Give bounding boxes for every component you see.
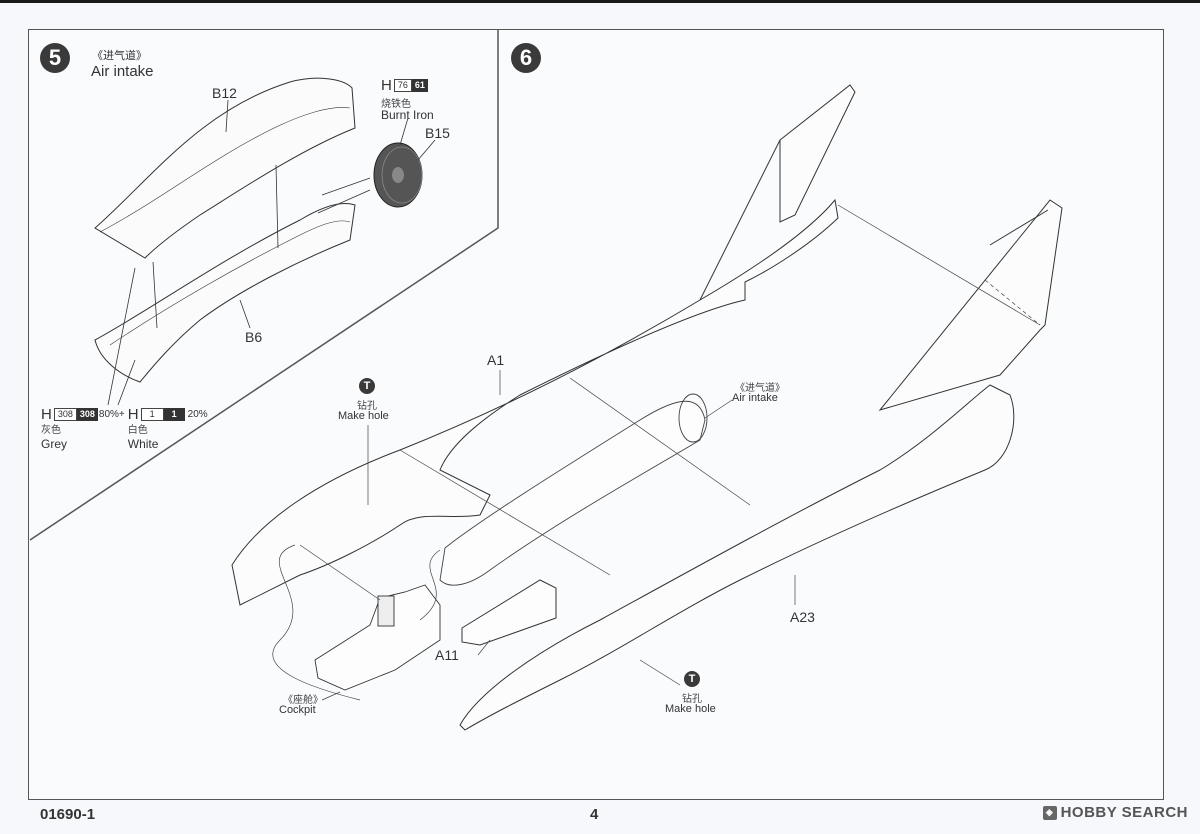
paint-name-cn-burnt-iron: 烧铁色 <box>381 99 411 110</box>
watermark-text: HOBBY SEARCH <box>1060 804 1188 821</box>
paint-code-box: 1 <box>140 408 164 421</box>
hobby-search-logo-icon: ◈ <box>1042 805 1057 820</box>
paint-prefix: H <box>127 406 139 423</box>
air-intake-label-en: Air intake <box>732 392 778 404</box>
step-5-badge: 5 <box>40 43 70 73</box>
paint-name-en-white: White <box>127 437 159 451</box>
cockpit-label-cn: 《座舱》 <box>283 695 323 706</box>
paint-mix-white-column: H 1 1 20% 白色 White <box>128 406 208 451</box>
drill-hole-icon: T <box>359 378 375 394</box>
paint-callout-white: H 1 1 20% <box>128 406 208 423</box>
paint-ratio: 80%+ <box>98 409 125 420</box>
paint-callout-burnt-iron: H 76 61 <box>381 77 428 94</box>
paint-prefix: H <box>381 77 392 94</box>
part-label-b6: B6 <box>245 329 263 345</box>
step6-leader-lines <box>272 204 1041 701</box>
step5-title-cn: 《进气道》 <box>92 50 147 62</box>
part-a11-drawing <box>461 579 557 646</box>
make-hole-label-cn: 钻孔 <box>357 401 377 412</box>
paint-mix-grey-column: H 308 308 80%+ 灰色 Grey <box>41 406 125 451</box>
cockpit-label-en: Cockpit <box>279 704 316 716</box>
step-6-badge: 6 <box>511 43 541 73</box>
make-hole-label-en: Make hole <box>338 410 389 422</box>
paint-name-cn-white: 白色 <box>127 425 148 436</box>
part-a23-fuselage <box>459 199 1063 731</box>
part-b12-drawing <box>94 77 356 259</box>
product-code: 01690-1 <box>40 806 96 823</box>
paint-name-en-burnt-iron: Burnt Iron <box>381 108 434 122</box>
part-label-a11: A11 <box>435 647 459 663</box>
watermark-logo: ◈ HOBBY SEARCH <box>1042 804 1188 821</box>
paint-name-en-grey: Grey <box>41 437 68 451</box>
paint-prefix: H <box>41 406 52 423</box>
part-a1-fuselage-half <box>231 84 856 606</box>
part-b15-fan-drawing <box>373 142 423 208</box>
step5-title-en: Air intake <box>91 63 154 80</box>
part-b6-drawing <box>94 203 356 383</box>
paint-mix-row: H 308 308 80%+ 灰色 Grey H 1 1 20% 白色 Whit… <box>41 406 208 451</box>
make-hole-label-cn: 钻孔 <box>682 694 702 705</box>
part-label-b15: B15 <box>425 125 450 141</box>
air-intake-duct-drawing <box>439 393 708 586</box>
make-hole-label-en: Make hole <box>665 703 716 715</box>
paint-code-box: 308 <box>53 408 77 421</box>
cockpit-tub-drawing <box>314 584 441 691</box>
air-intake-label-cn: 《进气道》 <box>735 383 785 394</box>
step5-leader-lines <box>107 99 436 406</box>
page-number: 4 <box>590 806 599 823</box>
paint-code-box: 76 <box>393 79 412 92</box>
paint-code-dark: 1 <box>163 408 185 421</box>
paint-ratio: 20% <box>187 409 208 420</box>
step5-boundary <box>29 30 499 541</box>
paint-code-dark: 308 <box>76 408 98 421</box>
drill-hole-icon: T <box>684 671 700 687</box>
paint-name-cn-grey: 灰色 <box>41 425 61 436</box>
part-label-a23: A23 <box>790 609 815 625</box>
part-label-a1: A1 <box>487 352 505 368</box>
part-label-b12: B12 <box>212 85 237 101</box>
paint-callout-grey: H 308 308 80%+ <box>41 406 125 423</box>
top-edge-bar <box>0 0 1200 3</box>
paint-code-dark: 61 <box>411 79 428 92</box>
